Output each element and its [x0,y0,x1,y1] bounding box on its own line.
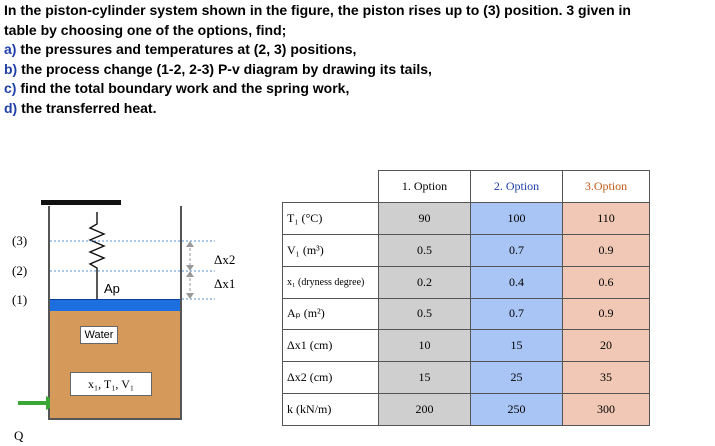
table-row: Δx2 (cm) 15 25 35 [282,361,650,395]
option-3-cell: 20 [562,329,650,363]
option-2-cell: 100 [470,201,564,235]
option-2-cell: 250 [470,393,564,426]
water-label: Water [80,326,118,344]
header-option-1: 1. Option [377,170,472,203]
dx2-label: Δx2 [214,252,236,267]
option-1-cell: 0.2 [377,265,472,299]
task-b: b) the process change (1-2, 2-3) P-v dia… [4,60,712,80]
option-1-cell: 15 [377,361,472,395]
cylinder-stop-bar [41,200,121,205]
option-1-cell: 0.5 [377,297,472,331]
row-label: V₁ (m³) [282,233,379,267]
problem-line-2: table by choosing one of the options, fi… [4,21,287,38]
row-label: Aₚ (m²) [282,297,379,331]
row-label: k (kN/m) [282,393,379,426]
task-a: a) the pressures and temperatures at (2,… [4,40,712,60]
row-label: T₁ (°C) [282,201,379,235]
task-text: the process change (1-2, 2-3) P-v diagra… [17,60,432,77]
piston [50,299,180,312]
cylinder-left-wall [48,206,50,420]
option-2-cell: 0.7 [470,233,564,267]
problem-statement: In the piston-cylinder system shown in t… [4,1,712,118]
row-label: Δx2 (cm) [282,361,379,395]
task-text: the transferred heat. [17,99,157,116]
option-2-cell: 0.4 [470,265,564,299]
table-row: x₁ (dryness degree) 0.2 0.4 0.6 [282,265,650,299]
task-text: the pressures and temperatures at (2, 3)… [16,41,357,57]
task-d: d) the transferred heat. [4,99,712,119]
option-1-cell: 90 [377,201,472,235]
header-option-3: 3.Option [562,170,650,203]
option-3-cell: 110 [562,201,650,235]
option-1-cell: 200 [377,393,472,426]
option-2-cell: 15 [470,329,564,363]
task-text: find the total boundary work and the spr… [16,80,350,96]
table-header-row: 1. Option 2. Option 3.Option [282,170,650,203]
level-1-label: (1) [12,292,28,307]
option-3-cell: 35 [562,361,650,395]
row-label: Δx1 (cm) [282,329,379,363]
level-3-label: (3) [12,233,28,248]
problem-line-1: In the piston-cylinder system shown in t… [4,2,631,18]
option-3-cell: 0.6 [562,265,650,299]
option-3-cell: 0.9 [562,233,650,267]
option-3-cell: 300 [562,393,650,426]
option-2-cell: 25 [470,361,564,395]
options-table: 1. Option 2. Option 3.Option T₁ (°C) 90 … [282,170,650,426]
table-row: k (kN/m) 200 250 300 [282,393,650,426]
dx1-label: Δx1 [214,276,236,291]
cylinder-right-wall [180,206,182,420]
task-letter: a) [4,41,17,57]
piston-area-label: Ap [104,281,120,296]
option-3-cell: 0.9 [562,297,650,331]
table-row: V₁ (m³) 0.5 0.7 0.9 [282,233,650,267]
level-2-label: (2) [12,263,28,278]
task-letter: c) [4,80,17,96]
header-option-2: 2. Option [470,170,564,203]
spring-icon [88,212,106,299]
table-row: Δx1 (cm) 10 15 20 [282,329,650,363]
row-label: x₁ (dryness degree) [282,265,379,299]
heat-label: Q [14,428,24,443]
option-2-cell: 0.7 [470,297,564,331]
task-letter: b) [4,60,18,77]
task-letter: d) [4,99,18,116]
table-row: Aₚ (m²) 0.5 0.7 0.9 [282,297,650,331]
option-1-cell: 0.5 [377,233,472,267]
table-corner [282,170,379,203]
initial-state-label: x₁, T₁, V₁ [70,372,152,396]
table-row: T₁ (°C) 90 100 110 [282,201,650,235]
task-c: c) find the total boundary work and the … [4,79,712,99]
option-1-cell: 10 [377,329,472,363]
